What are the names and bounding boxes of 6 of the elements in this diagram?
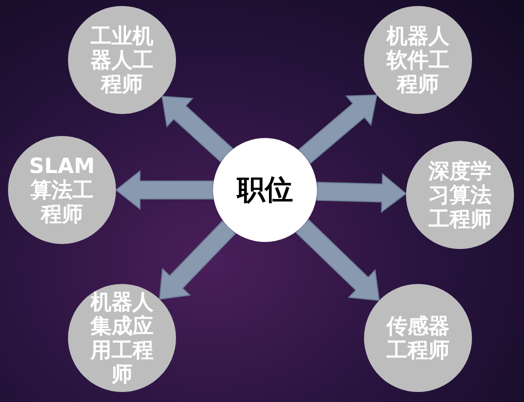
block-arrow (298, 94, 378, 164)
block-arrow (115, 170, 214, 210)
block-arrow (295, 219, 380, 302)
block-arrow (158, 220, 236, 300)
block-arrow (161, 96, 234, 162)
block-arrow (316, 172, 407, 214)
